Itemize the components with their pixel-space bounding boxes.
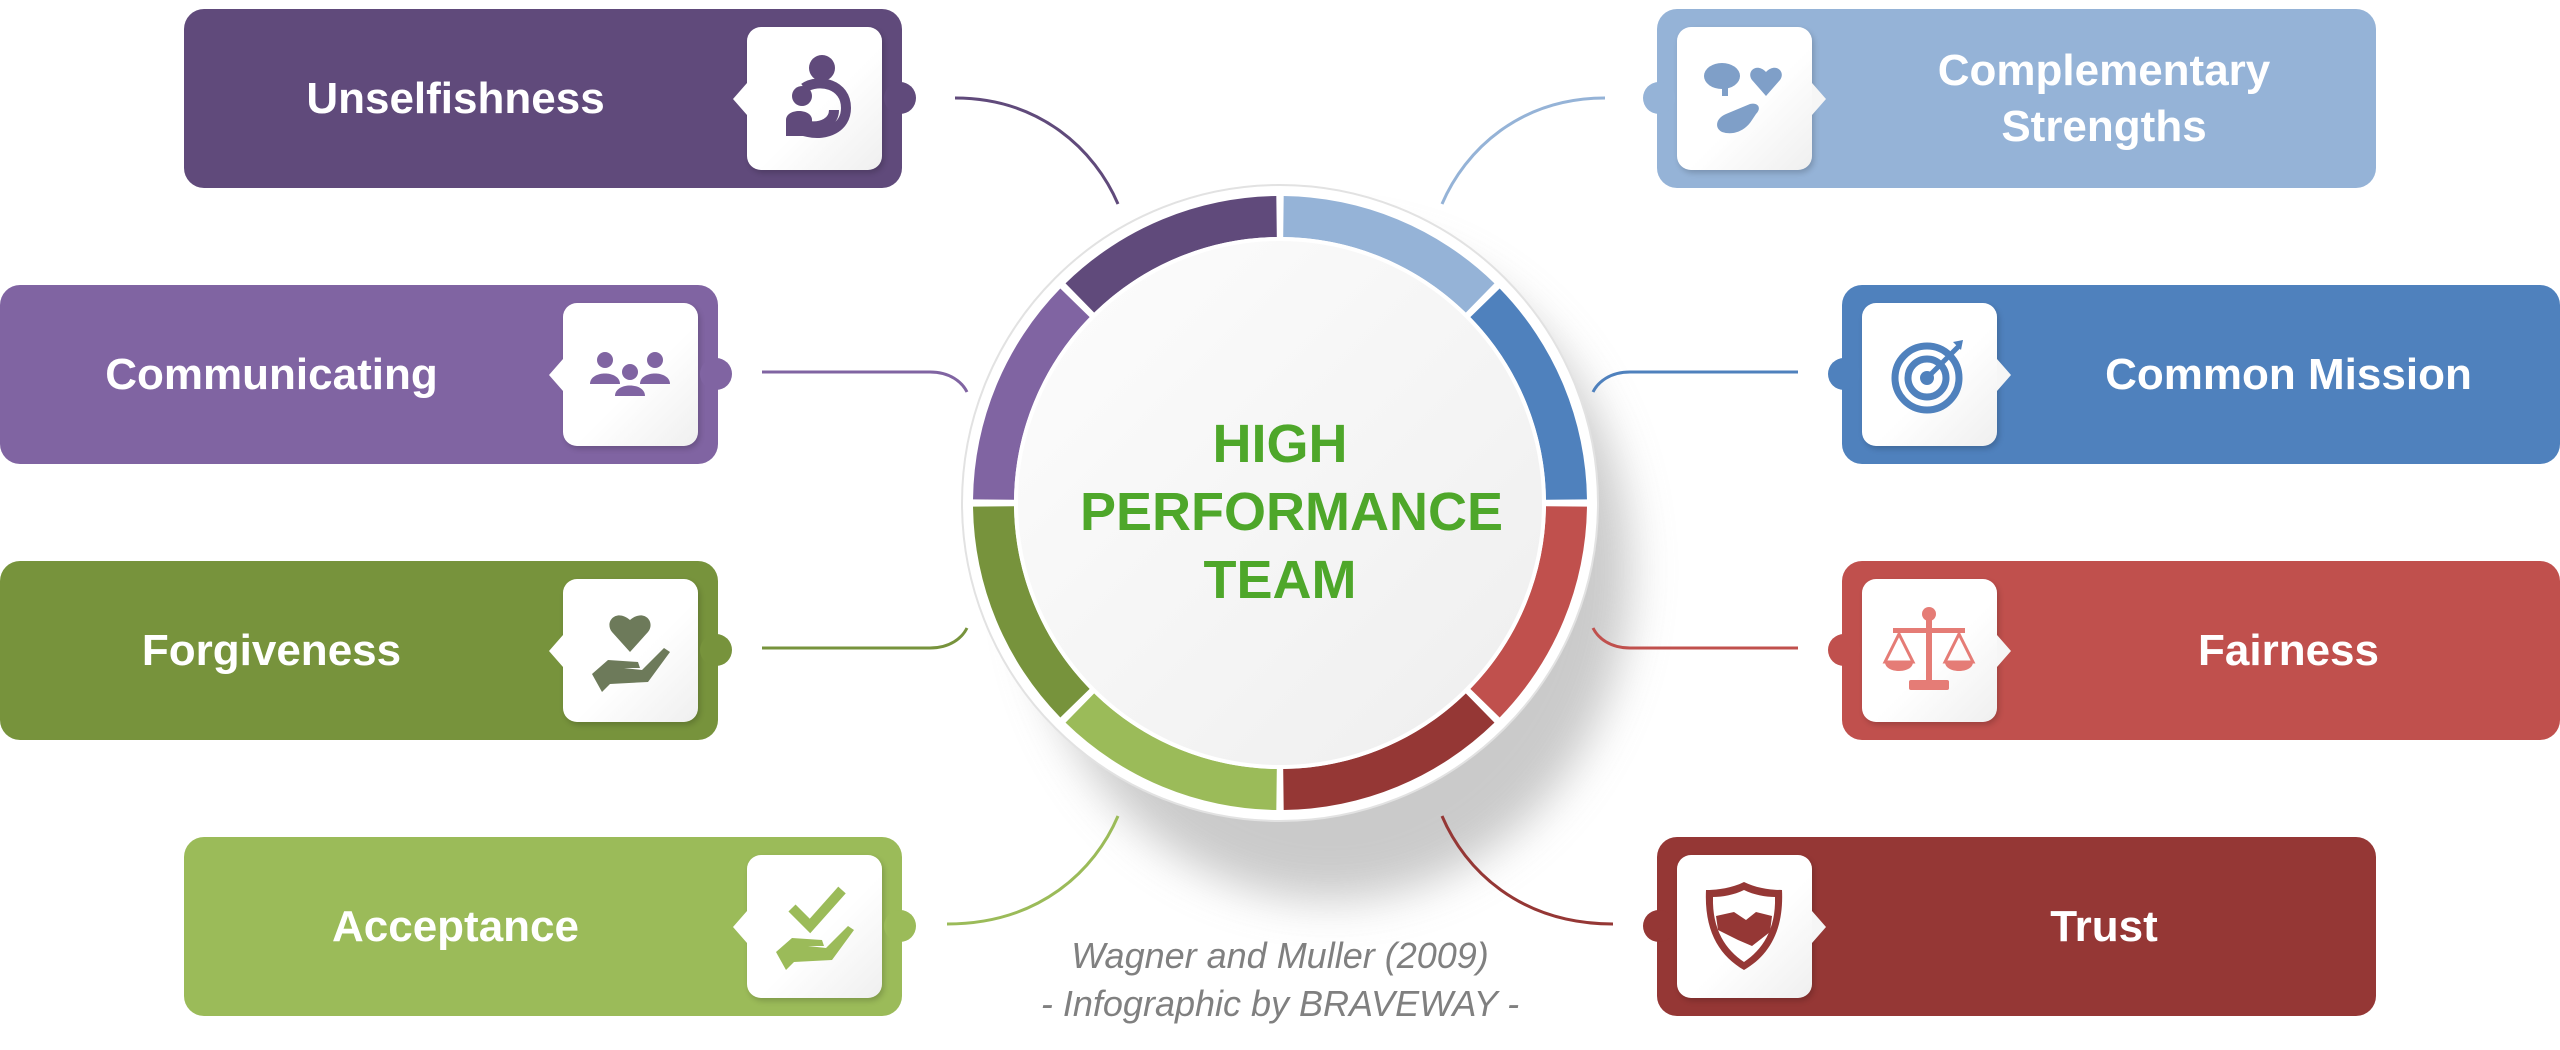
card-unselfishness: Unselfishness bbox=[184, 9, 916, 188]
icon-tile bbox=[1677, 855, 1826, 998]
card-common-mission: Common Mission bbox=[1828, 285, 2560, 464]
center-title-line2: PERFORMANCE bbox=[1080, 482, 1504, 542]
ring-segment bbox=[973, 506, 1090, 718]
icon-tile bbox=[1862, 579, 2011, 722]
card-label: Forgiveness bbox=[141, 625, 402, 675]
card-label-line1: Complementary bbox=[1937, 45, 2271, 95]
connector-knob bbox=[1828, 358, 1860, 390]
connector-common-mission bbox=[1591, 370, 1798, 393]
center-title-line1: HIGH bbox=[1212, 414, 1348, 474]
card-forgiveness: Forgiveness bbox=[0, 561, 732, 740]
ring-segment bbox=[1283, 196, 1495, 313]
connector-communicating bbox=[762, 370, 969, 393]
ring-segment bbox=[973, 288, 1090, 500]
heart-in-hand-icon bbox=[592, 615, 670, 692]
target-icon bbox=[1891, 340, 1963, 414]
center-title: HIGH PERFORMANCE TEAM bbox=[1080, 410, 1504, 614]
connector-fairness bbox=[1591, 627, 1798, 650]
card-communicating: Communicating bbox=[0, 285, 732, 464]
icon-tile bbox=[1862, 303, 2011, 446]
caption-source: Wagner and Muller (2009) bbox=[1071, 935, 1489, 976]
ring-segment bbox=[1065, 196, 1277, 313]
card-label: Fairness bbox=[2198, 625, 2379, 675]
card-label: Trust bbox=[2050, 901, 2158, 951]
icon-tile bbox=[733, 855, 882, 998]
ring-segment bbox=[1470, 288, 1587, 500]
card-label: Complementary Strengths bbox=[1832, 9, 2376, 188]
ring-segment bbox=[1065, 693, 1277, 810]
card-acceptance: Acceptance bbox=[184, 837, 916, 1016]
icon-tile bbox=[733, 27, 882, 170]
group-icon bbox=[590, 352, 670, 396]
connector-unselfishness bbox=[954, 96, 1120, 205]
ring-segment bbox=[1470, 506, 1587, 718]
icon-tile bbox=[549, 303, 698, 446]
caption-credit: - Infographic by BRAVEWAY - bbox=[1040, 983, 1520, 1024]
icon-tile bbox=[1677, 27, 1826, 170]
connector-acceptance bbox=[946, 815, 1120, 926]
card-fairness: Fairness bbox=[1828, 561, 2560, 740]
connector-knob bbox=[700, 634, 732, 666]
connector-knob bbox=[1643, 910, 1675, 942]
connector-knob bbox=[884, 910, 916, 942]
icon-tile bbox=[549, 579, 698, 722]
connector-knob bbox=[1828, 634, 1860, 666]
connector-forgiveness bbox=[762, 627, 969, 650]
shield-handshake-icon bbox=[1705, 882, 1783, 970]
center-title-line3: TEAM bbox=[1203, 550, 1357, 610]
segment-ring bbox=[973, 196, 1587, 810]
ring-segment bbox=[1283, 693, 1495, 810]
card-label: Acceptance bbox=[331, 901, 579, 951]
connector-knob bbox=[884, 82, 916, 114]
card-trust: Trust bbox=[1643, 837, 2376, 1016]
parent-child-icon bbox=[786, 55, 852, 138]
check-in-hand-icon bbox=[776, 886, 854, 970]
connector-knob bbox=[700, 358, 732, 390]
card-label: Communicating bbox=[105, 349, 438, 399]
brain-heart-hands-icon bbox=[1704, 63, 1782, 134]
connector-trust bbox=[1440, 815, 1614, 926]
connector-complementary bbox=[1440, 96, 1606, 205]
scales-icon bbox=[1882, 607, 1976, 690]
card-complementary-strengths: Complementary Strengths bbox=[1643, 9, 2376, 188]
card-label-line2: Strengths bbox=[2001, 101, 2207, 151]
card-label: Unselfishness bbox=[306, 73, 605, 123]
connector-knob bbox=[1643, 82, 1675, 114]
caption: Wagner and Muller (2009) - Infographic b… bbox=[980, 932, 1580, 1028]
card-label: Common Mission bbox=[2105, 349, 2472, 399]
center-disc bbox=[1014, 237, 1546, 769]
